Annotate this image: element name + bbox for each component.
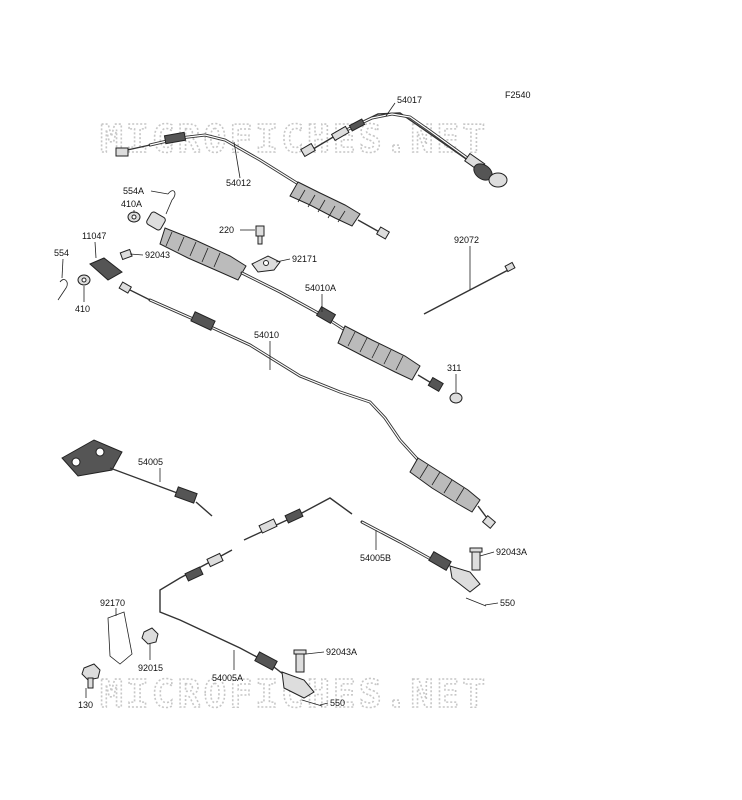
- part-54012-cable: [115, 131, 391, 240]
- part-54010-cable: [118, 281, 497, 529]
- watermark-top: MICROFICHES.NET: [100, 117, 488, 161]
- part-54017-cable: [300, 112, 508, 188]
- part-54005-cable: [61, 439, 213, 517]
- callout-554: 554: [54, 248, 69, 258]
- callout-92015: 92015: [138, 663, 163, 673]
- part-220-bolt: [255, 225, 265, 245]
- callout-11047: 11047: [82, 231, 106, 241]
- part-54010A-cable: [146, 211, 463, 404]
- leader-lines: [61, 102, 499, 706]
- callout-550-lower: 550: [330, 698, 345, 708]
- callout-92043A-upper: 92043A: [496, 547, 527, 557]
- part-92171-clamp: [251, 255, 281, 273]
- callout-554A: 554A: [123, 186, 144, 196]
- part-92043A-pin-lower: [293, 649, 307, 673]
- callout-410: 410: [75, 304, 90, 314]
- callout-54010A: 54010A: [305, 283, 336, 293]
- callout-labels: 54017 54012 554A 410A 220 92171 11047 92…: [54, 95, 527, 710]
- callout-54005A: 54005A: [212, 673, 243, 683]
- callout-220: 220: [219, 225, 234, 235]
- callout-92171: 92171: [292, 254, 317, 264]
- part-554A-pin: [165, 190, 176, 215]
- callout-54017: 54017: [397, 95, 422, 105]
- part-550-pin-upper: [465, 597, 487, 607]
- callout-54012: 54012: [226, 178, 251, 188]
- part-410A-washer: [127, 211, 141, 223]
- callout-92043A-lower: 92043A: [326, 647, 357, 657]
- part-92170-bracket: [107, 611, 133, 665]
- callout-550-upper: 550: [500, 598, 515, 608]
- part-92043A-pin-upper: [469, 547, 483, 571]
- part-550-pin-lower: [301, 699, 323, 707]
- part-130-bolt: [81, 663, 101, 689]
- callout-92043: 92043: [145, 250, 170, 260]
- callout-54005: 54005: [138, 457, 163, 467]
- callout-54005B: 54005B: [360, 553, 391, 563]
- part-54005B-cable: [243, 497, 481, 593]
- part-92072-cable-tie: [423, 261, 516, 315]
- callout-92072: 92072: [454, 235, 479, 245]
- callout-311: 311: [447, 363, 461, 373]
- callout-410A: 410A: [121, 199, 142, 209]
- callout-130: 130: [78, 700, 93, 710]
- part-54005A-cable: [159, 549, 315, 699]
- part-11047-lever: [89, 257, 123, 281]
- part-410-washer: [77, 274, 91, 286]
- part-554-pin: [57, 279, 68, 301]
- part-92043-pin: [119, 248, 133, 261]
- figure-code: F2540: [505, 90, 531, 100]
- part-92015-nut: [141, 627, 159, 645]
- callout-92170: 92170: [100, 598, 125, 608]
- callout-54010: 54010: [254, 330, 279, 340]
